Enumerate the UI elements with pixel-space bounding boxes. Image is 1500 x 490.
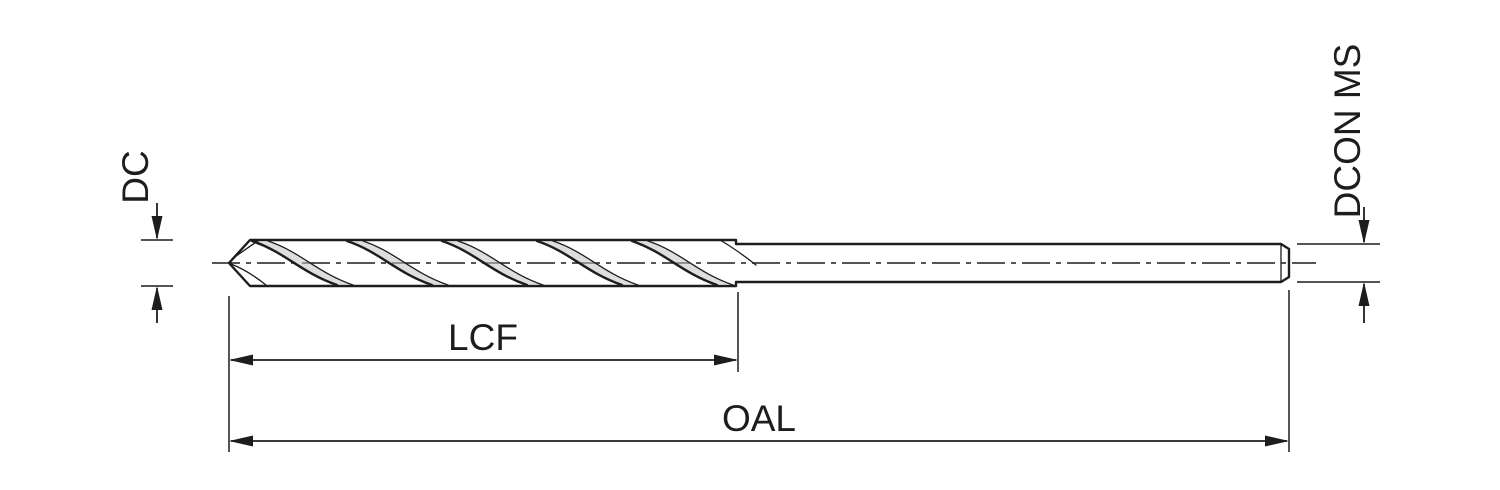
lcf-label: LCF	[448, 317, 518, 358]
dc-arrowhead-down	[151, 216, 163, 240]
drill-flutes	[250, 239, 757, 287]
oal-arrowhead-left	[229, 435, 253, 447]
chisel-edge-line	[231, 240, 259, 260]
dcon-arrowhead-up	[1358, 282, 1370, 306]
flute-edge	[250, 239, 339, 287]
flute-land-line	[267, 240, 354, 286]
flute-land-line	[552, 240, 639, 286]
oal-arrowhead-right	[1265, 435, 1289, 447]
flute-runout-line	[719, 239, 757, 266]
oal-dimension: OAL	[229, 290, 1290, 452]
oal-label: OAL	[722, 398, 796, 439]
lcf-arrowhead-left	[229, 354, 253, 366]
dcon-arrowhead-down	[1358, 220, 1370, 244]
dc-arrowhead-up	[151, 286, 163, 310]
drill-tip	[230, 240, 267, 286]
flute-edge	[535, 239, 624, 287]
dcon-label: DCON MS	[1327, 44, 1368, 219]
cutting-lip-line	[230, 263, 267, 286]
flute-edge	[630, 239, 719, 287]
drill-silhouette	[227, 238, 1291, 288]
dc-label: DC	[115, 150, 156, 203]
flute-land-line	[362, 240, 449, 286]
lcf-arrowhead-right	[714, 354, 738, 366]
flute-land-line	[647, 240, 734, 286]
lcf-dimension: LCF	[228, 292, 739, 452]
flute-edge	[345, 239, 434, 287]
drill-bit	[227, 238, 1291, 288]
flute-edge	[440, 239, 529, 287]
flute-land-line	[457, 240, 544, 286]
dc-dimension: DC	[115, 150, 173, 323]
dcon-dimension: DCON MS	[1297, 44, 1380, 323]
